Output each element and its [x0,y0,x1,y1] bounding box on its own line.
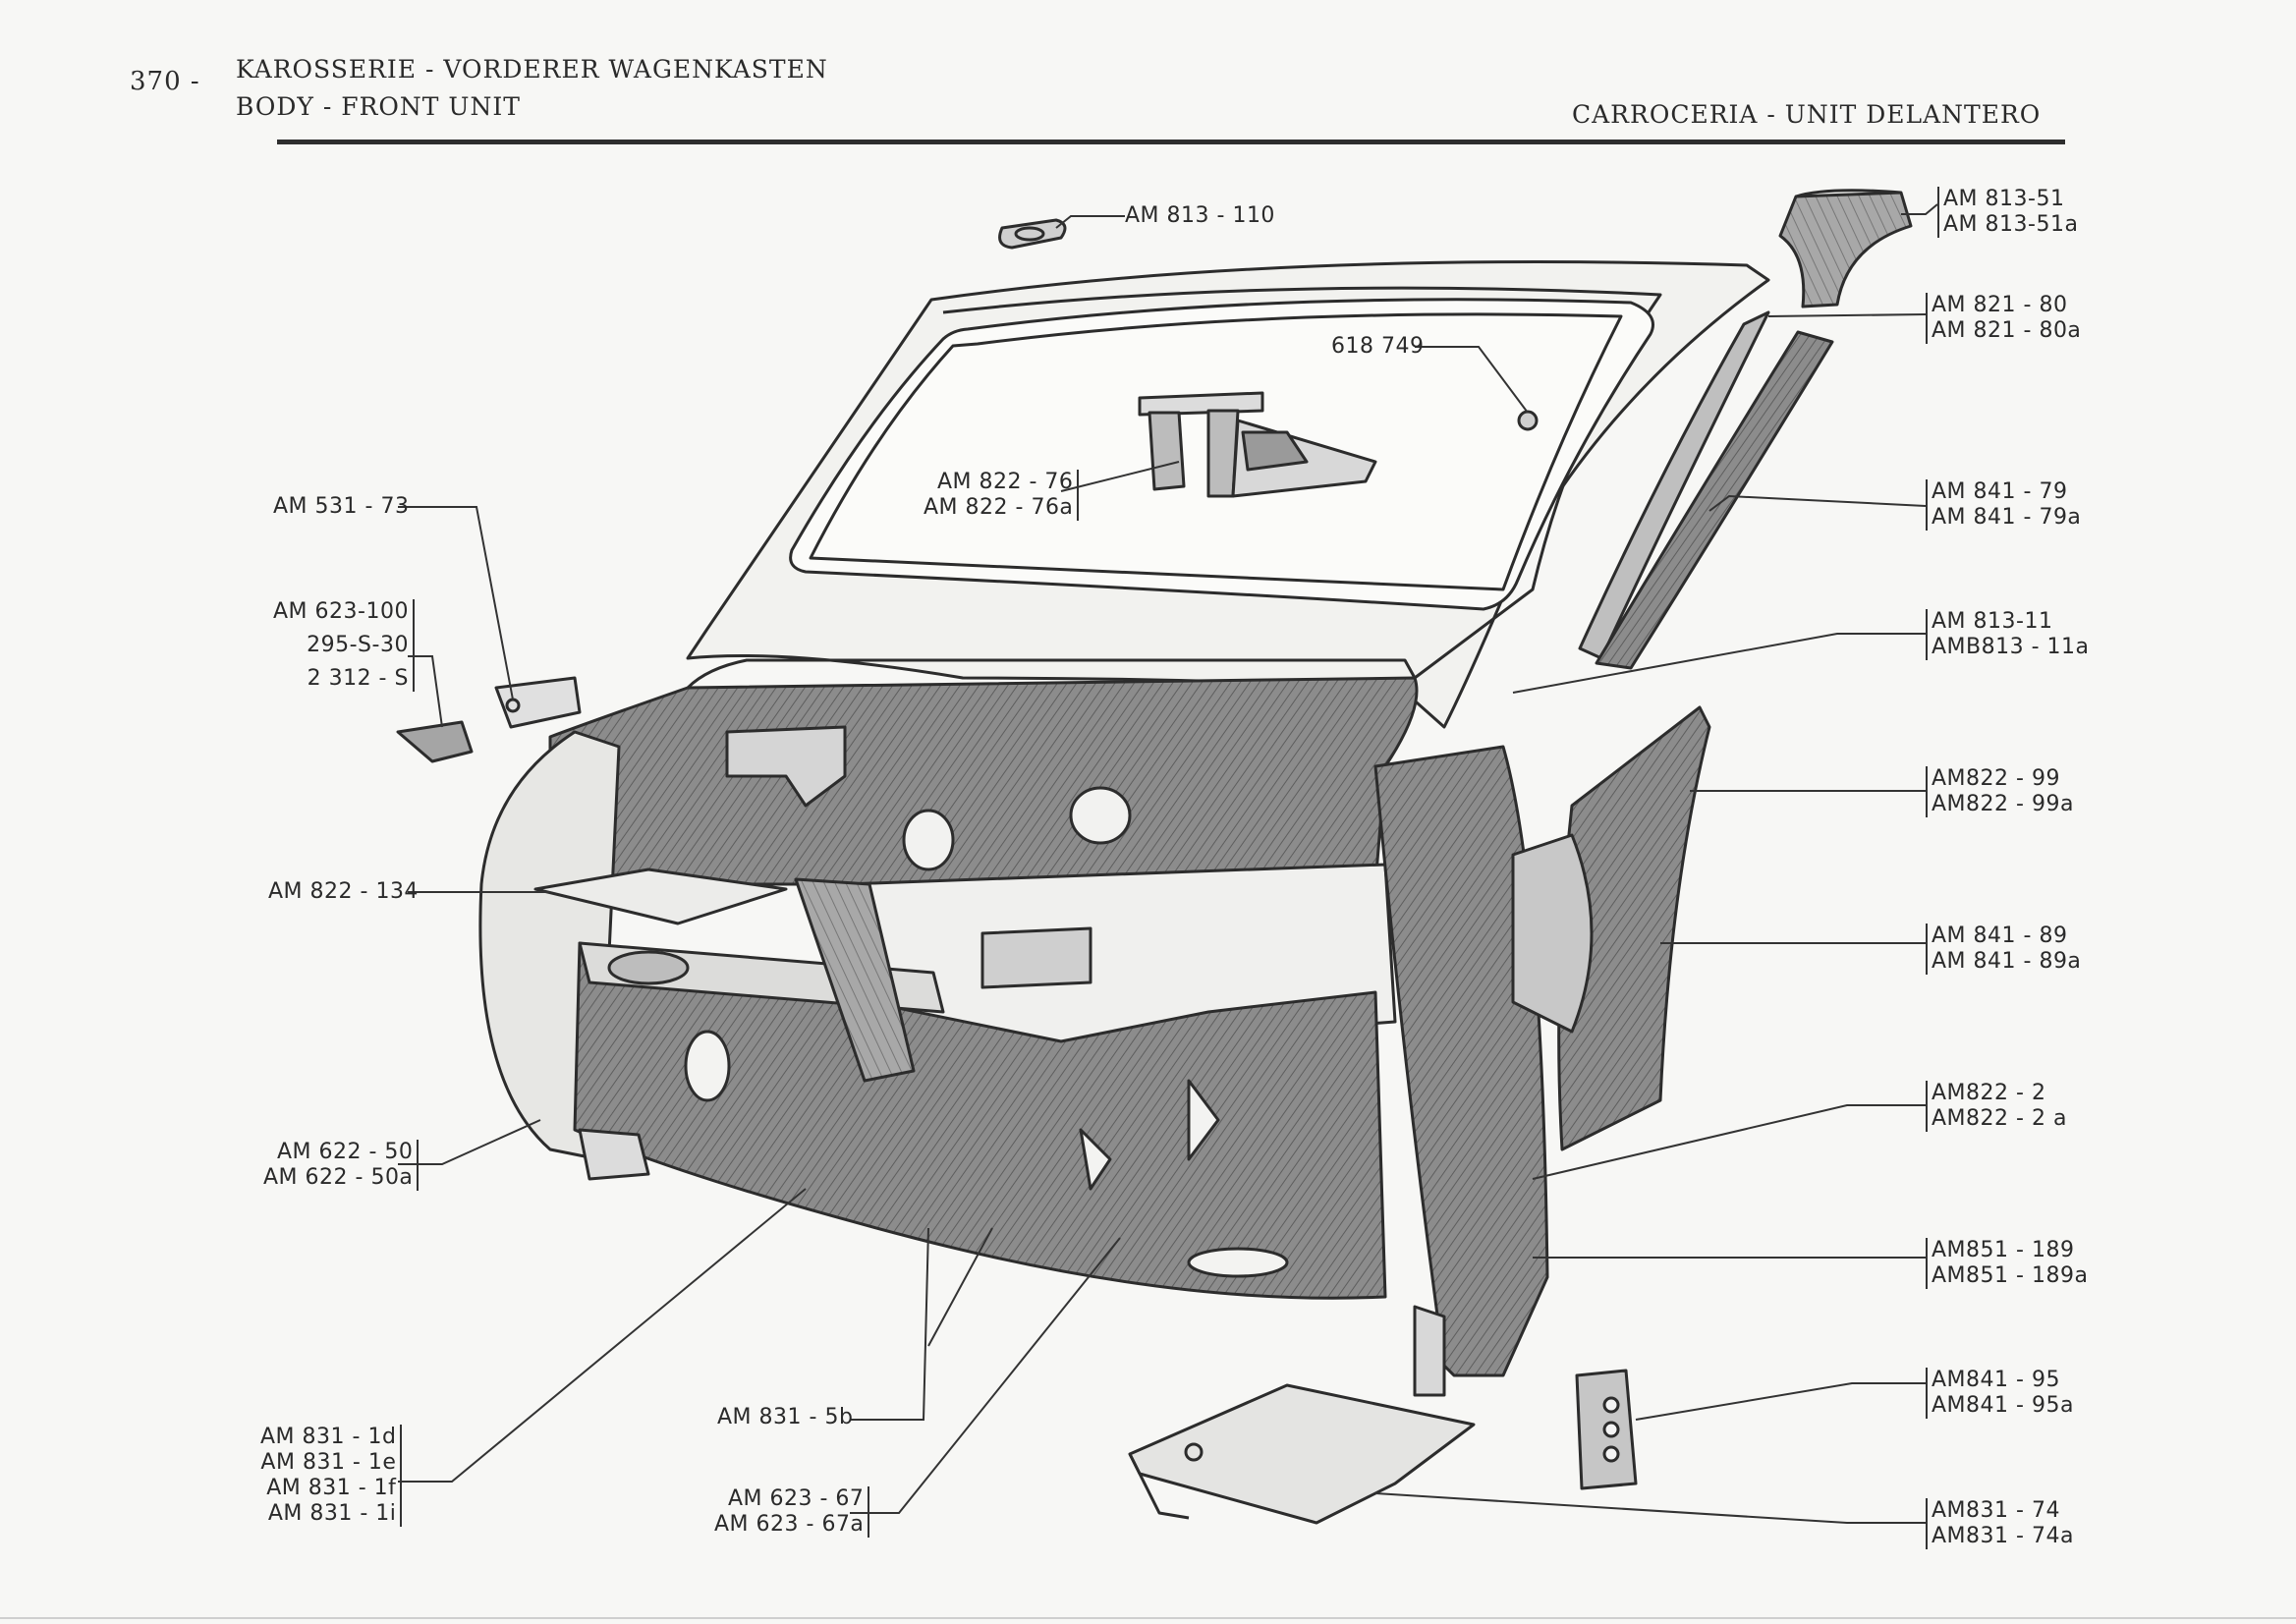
header-rule [277,140,2065,144]
label-am813-51a: AM 813-51a [1943,212,2079,237]
label-group-am841-79: AM 841 - 79 AM 841 - 79a [1926,479,2081,531]
support-am831-5b [794,877,916,1083]
label-am831-1d: AM 831 - 1d [260,1425,397,1449]
part-am623-100 [396,720,474,763]
label-group-am831-74: AM831 - 74 AM831 - 74a [1926,1498,2074,1549]
label-am813-51: AM 813-51 [1943,187,2065,211]
page-bottom-edge [0,1617,2296,1619]
title-german: KAROSSERIE - VORDERER WAGENKASTEN [236,55,828,84]
label-group-am831-1: AM 831 - 1d AM 831 - 1e AM 831 - 1f AM 8… [260,1425,403,1527]
label-am831-1e: AM 831 - 1e [260,1450,397,1475]
label-group-am841-95: AM841 - 95 AM841 - 95a [1926,1368,2074,1419]
label-am831-1f: AM 831 - 1f [266,1476,397,1500]
label-group-am822-99: AM822 - 99 AM822 - 99a [1926,766,2074,817]
label-amb813-11a: AMB813 - 11a [1932,635,2090,659]
part-am822-76 [1138,391,1377,498]
label-am851-189: AM851 - 189 [1932,1238,2075,1262]
front-valance-am822-2 [573,941,1387,1300]
label-group-am821-80: AM 821 - 80 AM 821 - 80a [1926,293,2081,344]
mount-am622-50 [578,1128,650,1181]
label-am813-11: AM 813-11 [1932,609,2053,634]
label-am841-79a: AM 841 - 79a [1932,505,2082,530]
label-am841-95a: AM841 - 95a [1932,1393,2074,1418]
label-am821-80: AM 821 - 80 [1932,293,2068,317]
dashboard-panel [548,658,1419,886]
part-am813-110 [998,218,1067,250]
label-am623-67: AM 623 - 67 [727,1486,865,1511]
title-spanish: CARROCERIA - UNIT DELANTERO [1572,100,2042,129]
label-group-am822-76: AM 822 - 76 AM 822 - 76a [924,470,1080,521]
label-295-s-30: 295-S-30 [307,633,409,657]
label-group-am851-189: AM851 - 189 AM851 - 189a [1926,1238,2088,1289]
label-am841-79: AM 841 - 79 [1932,479,2068,504]
label-am813-110: AM 813 - 110 [1125,203,1275,228]
part-618749-bolt [1517,410,1539,431]
label-618749: 618 749 [1331,334,1425,359]
label-am623-67a: AM 623 - 67a [714,1512,865,1537]
part-am531-73 [494,676,582,729]
label-group-am623-67: AM 623 - 67 AM 623 - 67a [714,1486,870,1538]
label-am822-2: AM822 - 2 [1932,1081,2046,1105]
label-am531-73: AM 531 - 73 [273,494,410,519]
floor-pan-am831-74 [1128,1383,1476,1525]
label-2312-s: 2 312 - S [307,666,409,691]
label-group-am623-100: AM 623-100 295-S-30 2 312 - S [273,599,415,692]
label-am821-80a: AM 821 - 80a [1932,318,2082,343]
part-am813-51 [1778,189,1913,308]
label-am822-99: AM822 - 99 [1932,766,2060,791]
page-number: 370 - [130,67,200,96]
label-am851-189a: AM851 - 189a [1932,1263,2089,1288]
label-am831-5b: AM 831 - 5b [717,1405,854,1429]
title-english: BODY - FRONT UNIT [236,92,521,121]
label-am822-2a: AM822 - 2 a [1932,1106,2067,1131]
label-group-am813-51: AM 813-51 AM 813-51a [1937,187,2078,238]
label-am822-76a: AM 822 - 76a [924,495,1074,520]
leader-lines [398,203,1938,1524]
label-group-am813-11: AM 813-11 AMB813 - 11a [1926,609,2090,660]
label-group-am841-89: AM 841 - 89 AM 841 - 89a [1926,924,2081,975]
label-am622-50a: AM 622 - 50a [263,1165,414,1190]
label-am822-134: AM 822 - 134 [268,879,419,904]
side-panel-am851-189 [1373,745,1549,1397]
label-am623-100: AM 623-100 [273,599,409,624]
label-am622-50: AM 622 - 50 [276,1140,414,1164]
bracket-am841-95 [1575,1369,1638,1490]
part-am841-79 [1595,330,1834,670]
label-am822-76: AM 822 - 76 [936,470,1074,494]
inner-wing-am822-99 [1511,705,1711,1151]
label-am831-74a: AM831 - 74a [1932,1524,2074,1548]
label-am841-89: AM 841 - 89 [1932,924,2068,948]
label-am841-95: AM841 - 95 [1932,1368,2060,1392]
label-am831-74: AM831 - 74 [1932,1498,2060,1523]
label-am831-1i: AM 831 - 1i [267,1501,397,1526]
label-group-am822-2: AM822 - 2 AM822 - 2 a [1926,1081,2067,1132]
label-am841-89a: AM 841 - 89a [1932,949,2082,974]
label-group-am622-50: AM 622 - 50 AM 622 - 50a [263,1140,420,1191]
label-am822-99a: AM822 - 99a [1932,792,2074,816]
